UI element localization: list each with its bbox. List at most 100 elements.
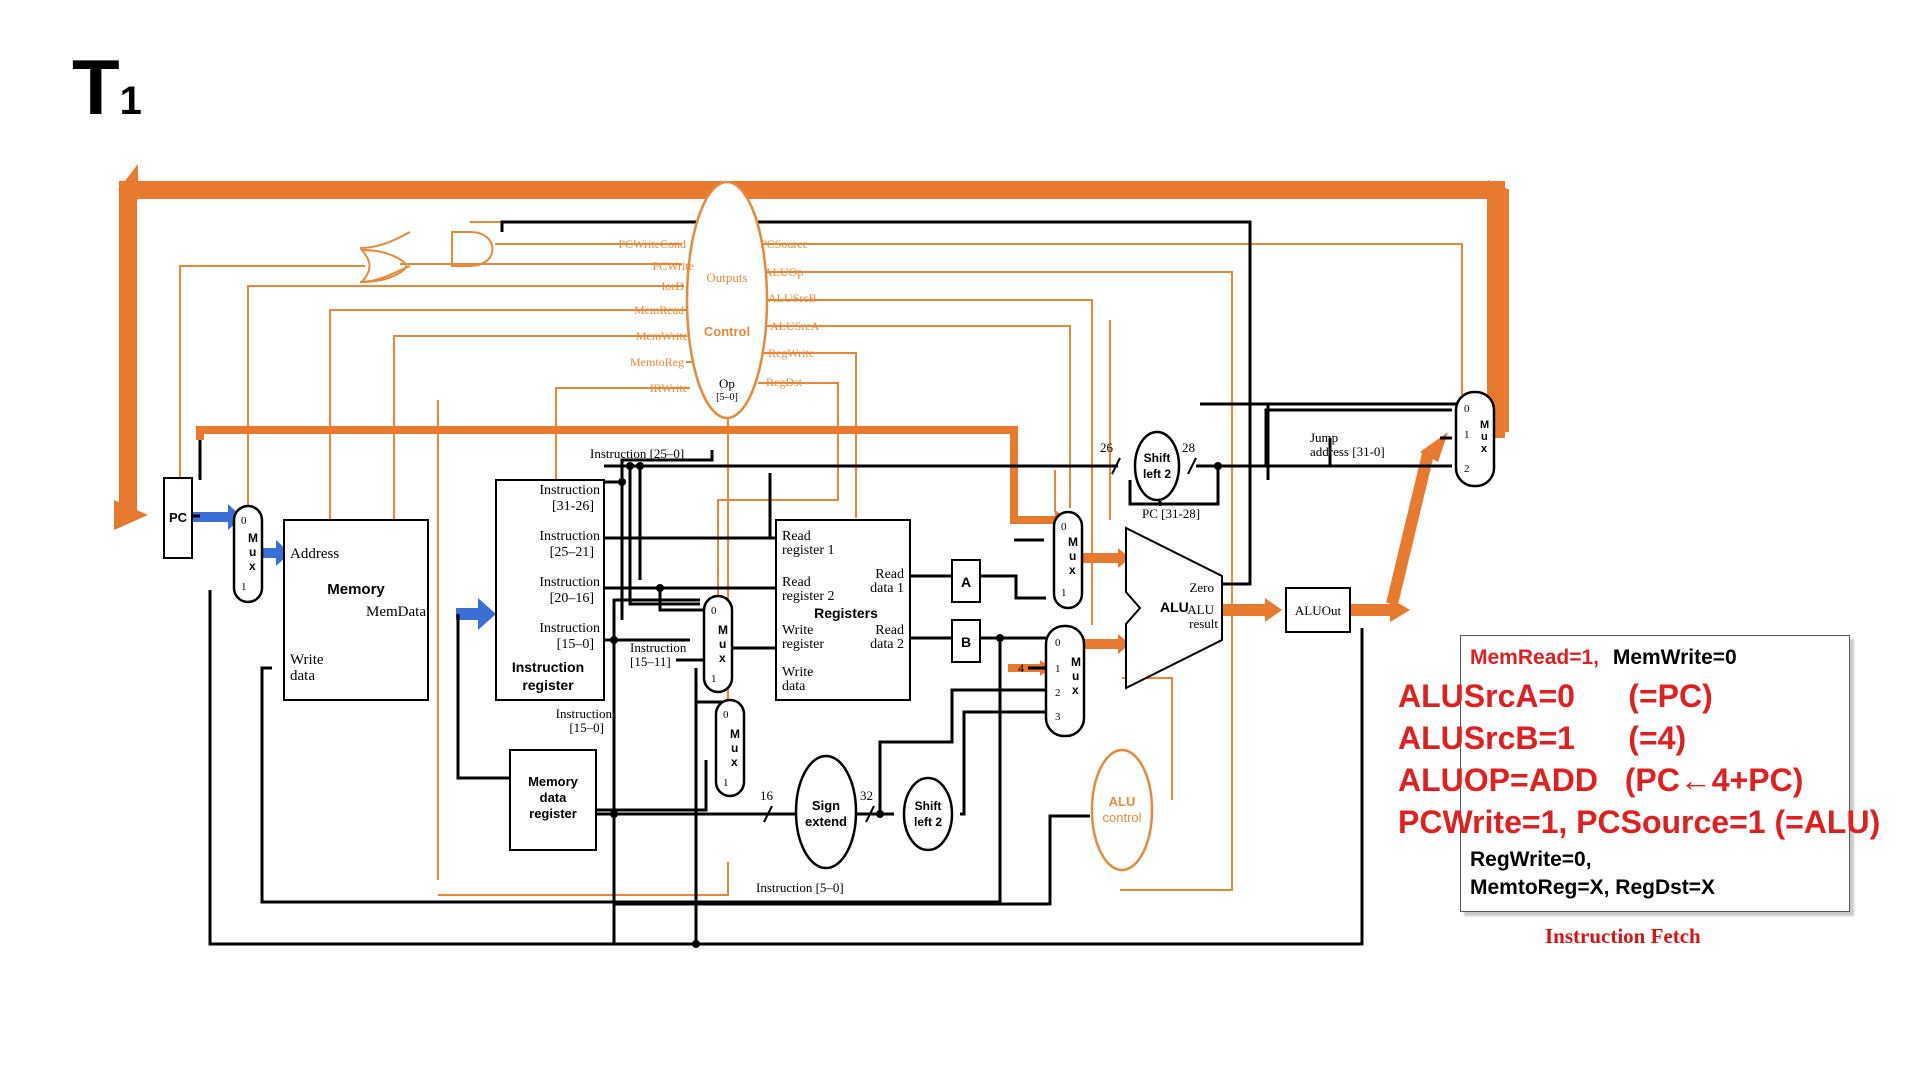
mux-memtoreg-m: M — [730, 727, 740, 741]
mux-regdst-in0: 0 — [711, 605, 717, 617]
memory-write-data-port-2: data — [290, 668, 315, 684]
note-caption: Instruction Fetch — [1545, 924, 1701, 948]
ir-field-15-0: Instruction — [539, 621, 600, 636]
signal-iord: IorD — [661, 279, 684, 293]
control-right-signal-labels: PCSource ALUOp ALUSrcB ALUSrcA RegWrite … — [760, 237, 820, 389]
mux-pcsource-in0: 0 — [1464, 403, 1470, 415]
slide-title-subscript: 1 — [119, 79, 142, 123]
alu-name: ALU — [1160, 599, 1189, 615]
memory-block: Address Memory MemData Write data — [283, 519, 429, 701]
aluout-label: ALUOut — [1295, 603, 1342, 618]
a-register: A — [951, 559, 981, 603]
control-name: Control — [704, 324, 750, 339]
note-line-2: ALUSrcA=0 (=PC) — [1398, 678, 1713, 714]
wire-junctions — [610, 462, 1222, 948]
label-instruction-25-0: Instruction [25–0] — [590, 446, 684, 461]
register-file: Read register 1 Read register 2 Register… — [775, 519, 911, 701]
alu-result: ALU — [1187, 602, 1214, 617]
reg-write-data-2: data — [782, 679, 806, 694]
signal-pcwritecond: PCWriteCond — [618, 237, 686, 251]
control-op-label: Op — [719, 376, 735, 391]
reg-read-reg1-2: register 1 — [782, 543, 834, 558]
b-register: B — [951, 619, 981, 663]
alu: ALU Zero ALU result — [1125, 526, 1223, 690]
mdr-label-2: data — [540, 790, 568, 805]
note-line-1: MemRead=1, MemWrite=0 — [1470, 646, 1737, 670]
mux-pcsource-x: x — [1481, 443, 1488, 455]
mdr-label-1: Memory — [528, 774, 579, 789]
mux-alusrcb-in3: 3 — [1055, 711, 1061, 723]
shift-bottom-label-1: Shift — [915, 799, 942, 813]
slide-title: T1 — [72, 42, 142, 133]
mux-regdst-u: u — [719, 637, 726, 651]
shift-top-label-2: left 2 — [1143, 467, 1171, 481]
mux-alusrcb-m: M — [1071, 655, 1081, 669]
mux-alusrca-m: M — [1068, 535, 1078, 549]
memory-address-port: Address — [290, 546, 339, 562]
mux-iord-m: M — [248, 531, 258, 545]
mux-alusrcb-in1: 1 — [1055, 663, 1061, 675]
label-bits-26: 26 — [1100, 440, 1114, 455]
note-line-5: PCWrite=1, PCSource=1 (=ALU) — [1398, 804, 1881, 840]
bus-labels: Instruction [25–0] Instruction [15–11] I… — [556, 430, 1385, 895]
memory-memdata-port: MemData — [366, 604, 426, 620]
signal-pcwrite: PCWrite — [652, 259, 694, 273]
ir-name: Instruction — [512, 659, 584, 675]
mux-regdst-x: x — [719, 651, 726, 665]
pc-label: PC — [169, 510, 188, 525]
mux-iord: 0 M u x 1 — [232, 504, 264, 604]
label-instruction-5-0: Instruction [5–0] — [756, 880, 844, 895]
reg-write-register: Write — [782, 623, 813, 638]
mux-memtoreg-in1: 1 — [723, 777, 729, 789]
sign-extend: Sign extend — [794, 754, 858, 870]
mux-pcsource: 0 1 2 M u x — [1454, 390, 1496, 488]
alu-control-label-1: ALU — [1109, 794, 1136, 809]
ir-name-2: register — [522, 677, 574, 693]
mux-pcsource-in1: 1 — [1464, 429, 1470, 441]
ir-field-25-21-bits: [25–21] — [550, 545, 594, 560]
shift-bottom-label-2: left 2 — [914, 815, 942, 829]
ir-field-20-16-bits: [20–16] — [550, 591, 594, 606]
mux-alusrca-x: x — [1069, 563, 1076, 577]
reg-read-reg2-2: register 2 — [782, 589, 834, 604]
mux-iord-in0: 0 — [241, 515, 247, 527]
mux-regdst-in1: 1 — [711, 673, 717, 685]
alu-zero: Zero — [1189, 580, 1214, 595]
signal-irwrite: IRWrite — [650, 381, 688, 395]
note-line-4: ALUOP=ADD (PC←4+PC) — [1398, 762, 1804, 798]
label-jump: Jump — [1310, 430, 1338, 445]
instruction-register: Instruction [31-26] Instruction [25–21] … — [495, 479, 605, 701]
mux-alusrca: 0 M u x 1 — [1052, 510, 1084, 610]
reg-read-data1-2: data 1 — [870, 581, 904, 596]
signal-memread: MemRead — [634, 303, 684, 317]
reg-read-data2: Read — [875, 623, 904, 638]
label-bits-28: 28 — [1182, 440, 1195, 455]
control-signal-note — [1460, 635, 1850, 912]
signal-aluop: ALUOp — [764, 265, 803, 279]
mux-alusrca-u: u — [1069, 549, 1076, 563]
label-instruction-15-0-bits: [15–0] — [569, 720, 604, 735]
note-line-6: RegWrite=0, — [1470, 848, 1592, 871]
pc-register: PC — [163, 477, 193, 559]
memory-write-data-port: Write — [290, 652, 324, 668]
signal-memwrite: MemWrite — [636, 329, 688, 343]
mux-alusrcb: 0 1 2 3 M u x — [1044, 624, 1086, 738]
signal-pcsource: PCSource — [760, 237, 808, 251]
a-label: A — [961, 574, 971, 590]
shift-left-2-top: Shift left 2 — [1133, 430, 1181, 502]
mux-memtoreg-x: x — [731, 755, 738, 769]
shift-top-label-1: Shift — [1144, 451, 1171, 465]
label-instruction-15-11-bits: [15–11] — [630, 654, 671, 669]
alu-control-label-2: control — [1102, 810, 1141, 825]
ir-field-15-0-bits: [15–0] — [557, 637, 594, 652]
label-instruction-15-0: Instruction — [556, 706, 613, 721]
active-path-arrowheads — [114, 164, 1510, 676]
reg-read-data1: Read — [875, 567, 904, 582]
mux-alusrcb-x: x — [1072, 683, 1079, 697]
reg-name: Registers — [814, 605, 878, 621]
label-pc-31-28: PC [31-28] — [1142, 506, 1200, 521]
reg-read-reg1: Read — [782, 529, 811, 544]
alu-control: ALU control — [1090, 748, 1154, 872]
mux-iord-u: u — [249, 545, 256, 559]
